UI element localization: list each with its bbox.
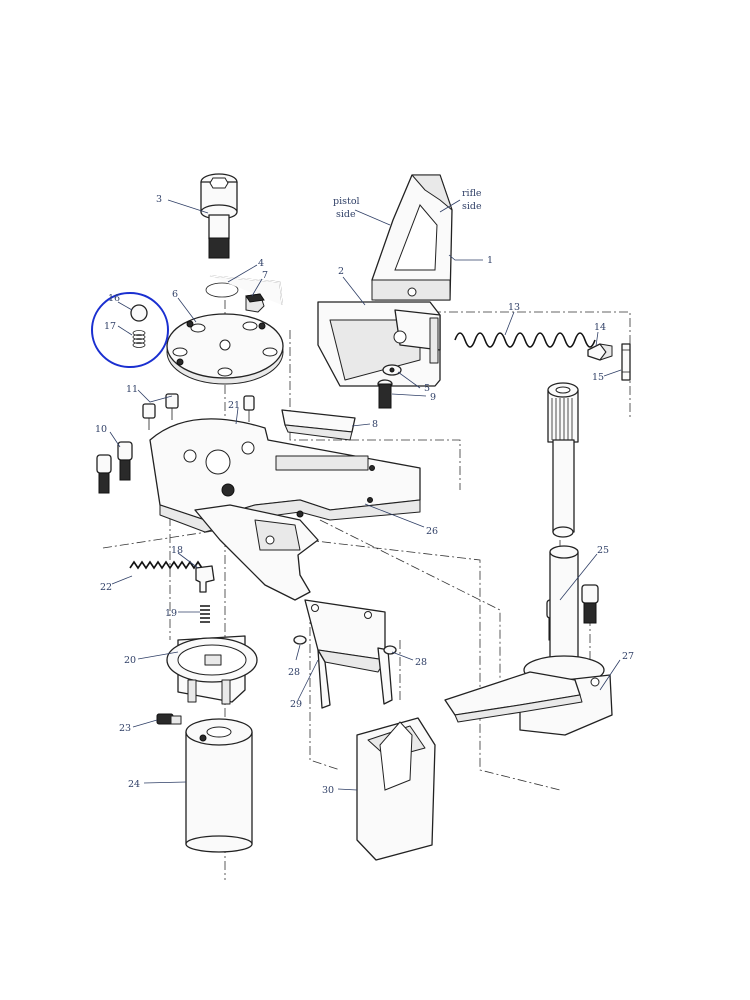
label-part-2: 2: [338, 266, 344, 277]
label-part-16: 16: [108, 293, 120, 304]
part-18-latch: [195, 565, 215, 593]
label-part-21: 21: [228, 400, 240, 411]
label-part-15: 15: [592, 372, 604, 383]
part-7-block: [245, 293, 265, 313]
part-9-screw: [377, 379, 393, 409]
label-part-14: 14: [594, 322, 606, 333]
right-post: [549, 545, 579, 663]
label-part-5: 5: [424, 383, 430, 394]
label-part-25: 25: [597, 545, 609, 556]
part-10-screws: [96, 441, 133, 494]
part-16-17-detent: [130, 304, 148, 348]
label-part-26: 26: [426, 526, 438, 537]
label-rifle: rifle: [462, 188, 482, 199]
label-part-30: 30: [322, 785, 334, 796]
label-part-28a: 28: [288, 667, 300, 678]
label-part-24: 24: [128, 779, 140, 790]
label-part-19: 19: [165, 608, 177, 619]
part-labels: 3 4 6 7 16 17 1 2 13 14 15 5 9 8 11 21 1…: [95, 188, 634, 796]
highlight-circle: [91, 292, 169, 368]
label-part-7: 7: [262, 270, 268, 281]
part-4-hex-key: [205, 275, 283, 306]
label-part-4: 4: [258, 258, 264, 269]
part-11-screws: [142, 393, 255, 430]
leader-lines: [109, 199, 622, 791]
label-part-27: 27: [622, 651, 634, 662]
label-part-11: 11: [126, 384, 138, 395]
label-part-8: 8: [372, 419, 378, 430]
part-2-slide: [317, 301, 441, 387]
label-pistol-side: side: [336, 209, 356, 220]
label-part-6: 6: [172, 289, 178, 300]
part-6-shell-plate: [166, 313, 284, 385]
part-3-bolt: [200, 173, 238, 259]
part-30-bin: [356, 717, 436, 861]
label-part-28b: 28: [415, 657, 427, 668]
part-27-handle: [444, 655, 613, 736]
label-part-22: 22: [100, 582, 112, 593]
label-part-3: 3: [156, 194, 162, 205]
part-20-collar: [166, 635, 258, 705]
part-14-tip: [587, 343, 613, 361]
label-rifle-side: side: [462, 201, 482, 212]
part-8-bracket: [281, 409, 356, 441]
part-24-cylinder: [185, 718, 253, 853]
label-part-18: 18: [171, 545, 183, 556]
label-part-9: 9: [430, 392, 436, 403]
lower-slide-arm: [194, 504, 319, 601]
part-23-set-screw: [156, 713, 182, 725]
part-5-screw: [382, 364, 402, 376]
part-29-guide: [304, 599, 393, 709]
label-part-29: 29: [290, 699, 302, 710]
part-19-spring: [200, 605, 210, 623]
label-pistol: pistol: [333, 196, 360, 207]
label-part-20: 20: [124, 655, 136, 666]
part-15-pin: [621, 343, 631, 381]
label-part-23: 23: [119, 723, 131, 734]
label-part-10: 10: [95, 424, 107, 435]
label-part-1: 1: [487, 255, 493, 266]
part-1-holder: [371, 174, 453, 301]
knurled-post: [547, 382, 579, 538]
label-part-17: 17: [104, 321, 116, 332]
label-part-13: 13: [508, 302, 520, 313]
part-13-spring: [454, 332, 596, 348]
part-26-frame: [149, 418, 421, 533]
